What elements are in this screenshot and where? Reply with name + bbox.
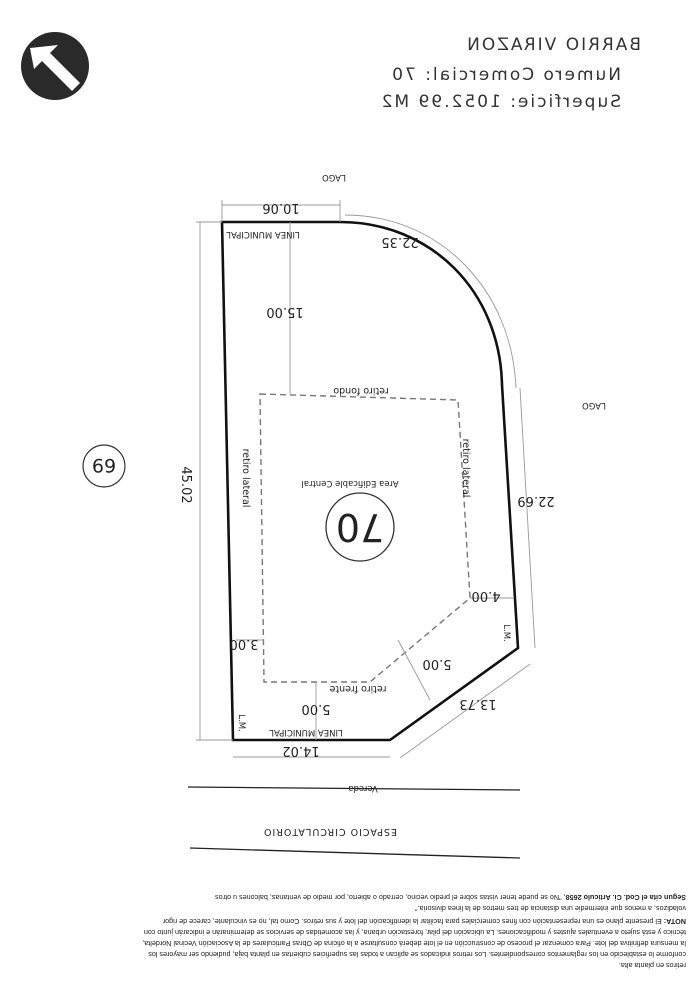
dimension-lines [196, 200, 536, 759]
north-arrow-icon [21, 32, 89, 100]
vereda-label: Vereda [348, 783, 378, 793]
lm-left-label: L.M. [236, 714, 246, 731]
area-edificable-label: Area Edificable Central [301, 478, 398, 488]
neighbor-lot-number: 69 [92, 454, 116, 476]
superficie: Superficie: 1052.99 M2 [380, 92, 621, 112]
retiro-lateral-right-label: retiro lateral [460, 439, 471, 498]
dim-lateral-right: 4.00 [472, 588, 501, 603]
dim-frente-retiro: 5.00 [302, 701, 331, 716]
footer-line1: , "No se puede tener vistas sobre el pre… [215, 893, 566, 902]
footer-line3: El presente plano es una representación … [162, 917, 664, 926]
barrio-title: BARRIO VIRAZON [465, 35, 641, 55]
lot-number-circle [325, 492, 395, 562]
dim-arc: 22.35 [381, 234, 418, 249]
svg-text:NOTA: El presente plano es una: NOTA: El presente plano es una represent… [162, 917, 686, 926]
neighbor-lot-circle [82, 444, 126, 488]
header: BARRIO VIRAZON Numero Comercial: 70 Supe… [380, 35, 641, 112]
lot-boundary [220, 220, 520, 742]
footer-line5: la mensura definitiva del lote. Para com… [142, 939, 686, 948]
dim-chamfer-retiro: 5.00 [423, 656, 452, 671]
lago-right-label: LAGO [582, 400, 606, 410]
espacio-line [189, 847, 521, 859]
dim-right: 22.69 [517, 493, 554, 508]
dim-top: 10.06 [262, 200, 299, 215]
dim-chamfer: 13.73 [459, 696, 496, 711]
retiro-frente-label: retiro frente [329, 683, 386, 694]
footer-line4: técnico y está sujeto a eventuales ajust… [144, 928, 686, 937]
footer-note: Segun cita el Cod. Ci. Articulo 2658, "N… [142, 893, 686, 970]
vereda-line [187, 786, 521, 791]
footer-line2: voladizos, a menos que intermedie una di… [415, 904, 686, 913]
dim-lateral-left: 3.00 [230, 636, 259, 651]
numero-comercial: Numero Comercial: 70 [390, 65, 621, 85]
svg-text:Segun cita el Cod. Ci. Articul: Segun cita el Cod. Ci. Articulo 2658, "N… [215, 893, 686, 902]
lago-top-label: LAGO [322, 172, 346, 182]
buildable-area [259, 393, 471, 683]
dim-bottom: 14.02 [282, 743, 319, 758]
footer-line7: retiros en planta alta. [619, 961, 686, 970]
lot-number: 70 [336, 505, 384, 549]
retiro-fondo-label: retiro fondo [333, 385, 389, 396]
dim-left: 45.02 [178, 466, 193, 503]
footer-nota-label: NOTA: [664, 917, 686, 926]
footer-article: Segun cita el Cod. Ci. Articulo 2658 [566, 893, 686, 902]
espacio-circulatorio-label: ESPACIO CIRCULATORIO [263, 826, 397, 837]
dim-retiro-fondo: 15.00 [266, 304, 303, 319]
retiro-lateral-left-label: retiro lateral [240, 449, 251, 508]
lm-right-label: L.M. [501, 624, 511, 641]
footer-line6: conforme lo establecido en los reglament… [148, 950, 686, 959]
linea-municipal-bottom: LINEA MUNICIPAL [269, 727, 343, 737]
linea-municipal-top: LINEA MUNICIPAL [226, 229, 300, 239]
